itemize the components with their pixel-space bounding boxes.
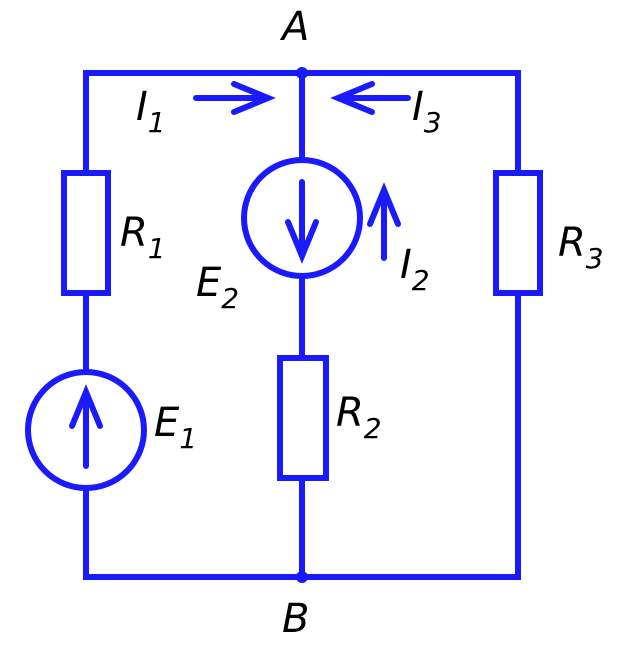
resistor-r2-label-sub: 2 <box>364 412 382 445</box>
current-i2-label: I2 <box>400 242 430 297</box>
source-e1 <box>25 369 147 491</box>
current-i1-label-main: I <box>136 84 148 130</box>
resistor-r2 <box>277 355 329 481</box>
resistor-r1-label: R1 <box>120 210 166 265</box>
source-e1-label-sub: 1 <box>179 422 197 455</box>
resistor-r1-label-sub: 1 <box>148 232 166 265</box>
resistor-r3-label-main: R <box>558 220 586 266</box>
source-e2-arrow-icon <box>285 179 319 264</box>
node-b-label: B <box>282 596 309 642</box>
current-i1-arrow-icon <box>193 81 276 115</box>
source-e2-label: E2 <box>196 260 239 315</box>
current-i1-label-sub: 1 <box>148 106 166 139</box>
current-i3-label-sub: 3 <box>424 106 442 139</box>
current-i2-arrow-icon <box>367 182 401 261</box>
node-a-label: A <box>279 4 309 50</box>
node-b-dot <box>296 571 308 583</box>
resistor-r3 <box>493 170 543 296</box>
source-e1-label-main: E <box>154 400 180 446</box>
resistor-r3-label-sub: 3 <box>586 242 604 275</box>
source-e1-arrow-icon <box>69 384 103 469</box>
current-i3-arrow-icon <box>330 81 411 115</box>
current-i2-label-sub: 2 <box>412 264 430 297</box>
resistor-r3-label: R3 <box>558 220 604 275</box>
node-a-dot <box>296 67 308 79</box>
current-i1-label: I1 <box>136 84 166 139</box>
source-e2-label-main: E <box>196 260 222 306</box>
resistor-r2-label-main: R <box>336 390 364 436</box>
current-i3-label: I3 <box>412 84 442 139</box>
resistor-r1-label-main: R <box>120 210 148 256</box>
resistor-r2-label: R2 <box>336 390 382 445</box>
current-i2-label-main: I <box>400 242 412 288</box>
resistor-r1 <box>61 170 111 296</box>
wires <box>83 70 521 580</box>
current-i3-label-main: I <box>412 84 424 130</box>
source-e2-label-sub: 2 <box>221 282 239 315</box>
source-e1-label: E1 <box>154 400 197 455</box>
source-e2 <box>241 157 363 279</box>
